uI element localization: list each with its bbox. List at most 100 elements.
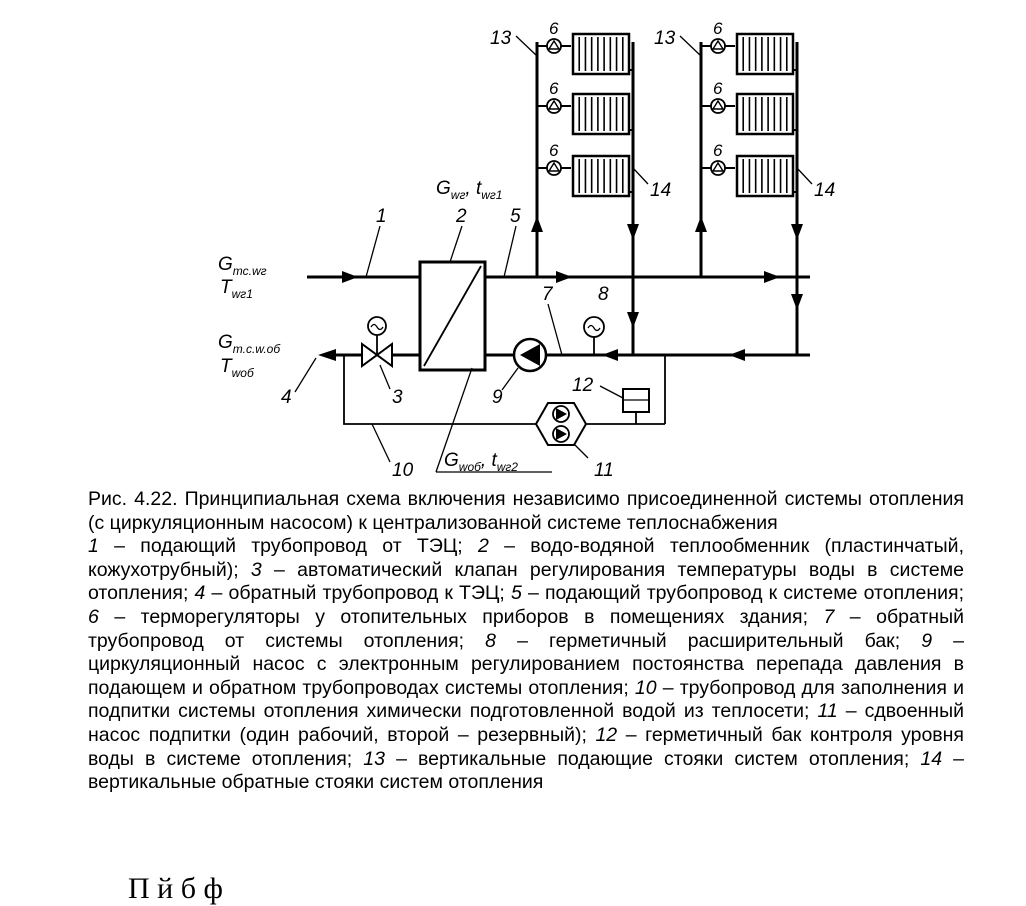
number-3: 3 (392, 387, 403, 408)
thermoregulator-triangle (711, 161, 725, 172)
number-9: 9 (492, 387, 503, 408)
number-5: 5 (510, 206, 521, 227)
secondary-flow-label: Gwг, twг1 (436, 178, 502, 202)
radiator (735, 32, 795, 76)
thermoregulator-triangle (547, 39, 561, 50)
legend-number: 8 (485, 629, 496, 652)
leader-14b (796, 167, 813, 185)
thermoregulator-triangle (547, 99, 561, 110)
cropped-next-line: П й б ф (128, 872, 223, 905)
supply-riser-2-arrow (695, 216, 707, 232)
number-6: 6 (713, 19, 723, 38)
leader-5 (503, 225, 517, 278)
circulation-pump-triangle (520, 344, 540, 366)
radiator (571, 92, 631, 136)
legend-text: – вертикальные подающие стояки систем от… (385, 747, 921, 770)
leader-2 (449, 225, 463, 263)
number-13b: 13 (654, 28, 676, 49)
legend-number: 1 (88, 535, 99, 558)
legend-number: 13 (363, 747, 385, 770)
caption-title: Рис. 4.22. Принципиальная схема включени… (88, 488, 964, 534)
radiator-group: 6 6 6 6 6 6 (537, 19, 797, 198)
leader-13a (515, 35, 538, 57)
legend-text: – герметичный расширительный бак; (496, 629, 922, 652)
leader-9 (501, 367, 519, 391)
legend-text: – терморегуляторы у отопительных приборо… (98, 605, 824, 628)
makeup-pump-lower-triangle (556, 428, 567, 440)
number-6: 6 (549, 141, 559, 160)
leader-13b (679, 35, 702, 57)
legend-number: 5 (510, 582, 522, 605)
leader-11 (573, 443, 589, 459)
thermoregulator-triangle (711, 39, 725, 50)
number-6: 6 (549, 79, 559, 98)
legend-number: 11 (817, 700, 838, 723)
radiator (735, 92, 795, 136)
makeup-pump-upper-triangle (556, 408, 567, 420)
return-arrow-4 (318, 349, 336, 361)
heat-exchanger-diagonal (423, 265, 482, 367)
caption-legend: 1 – подающий трубопровод от ТЭЦ; 2 – вод… (88, 535, 964, 795)
legend-text: – автоматический клапан регулирования те… (88, 558, 964, 605)
return-arrow-mid (602, 349, 618, 361)
return-out-label: Gт.с.w.об (218, 332, 281, 356)
number-10: 10 (392, 460, 414, 481)
leader-10 (371, 423, 391, 463)
return-out-temp-label: Twоб (220, 356, 255, 380)
legend-number: 14 (920, 747, 943, 770)
number-14b: 14 (814, 180, 835, 201)
number-6: 6 (713, 79, 723, 98)
number-7: 7 (542, 284, 554, 305)
return-riser-1-arrow (627, 224, 639, 240)
return-riser-2-arrow-lower (791, 294, 803, 310)
supply-riser-1-arrow (531, 216, 543, 232)
supply-in-temp-label: Twг1 (220, 277, 253, 301)
legend-number: 9 (921, 629, 933, 652)
number-14a: 14 (650, 180, 671, 201)
radiator (735, 154, 795, 198)
return-arrow-7 (729, 349, 745, 361)
valve-actuator-wave (370, 323, 384, 331)
return-riser-1-arrow-lower (627, 312, 639, 328)
number-6: 6 (713, 141, 723, 160)
legend-text: – водо-водяной теплообменник (пластинчат… (88, 535, 964, 581)
makeup-flow-label: Gwоб, twг2 (444, 450, 518, 474)
legend-number: 7 (823, 605, 835, 628)
legend-text: – подающий трубопровод от ТЭЦ; (98, 535, 478, 558)
legend-number: 2 (478, 535, 489, 558)
supply-in-label: Gтс.wг (218, 254, 267, 278)
legend-text: – вертикальные обратные стояки систем от… (88, 747, 965, 794)
number-8: 8 (598, 284, 609, 305)
number-2: 2 (455, 206, 467, 227)
number-1: 1 (376, 206, 387, 227)
return-riser-2-arrow (791, 224, 803, 240)
legend-text: – трубопровод для заполнения и подпитки … (88, 676, 964, 723)
makeup-pump-housing (534, 402, 588, 446)
heating-system-diagram: 6 6 6 6 6 6 Gтс.wг Twг1 Gт.с.w.об Twоб Gwг, t… (218, 19, 835, 481)
supply-arrow-1 (342, 271, 358, 283)
legend-text: – обратный трубопровод к ТЭЦ; (205, 582, 511, 605)
legend-text: – герметичный бак контроля уровня воды в… (88, 723, 964, 770)
leader-3 (379, 364, 391, 390)
legend-number: 6 (88, 605, 99, 628)
expansion-tank-wave (587, 324, 601, 332)
thermoregulator-triangle (547, 161, 561, 172)
legend-text: – обратный трубопровод от системы отопле… (88, 605, 964, 652)
radiator (571, 154, 631, 198)
supply-arrow-5 (556, 271, 572, 283)
radiator (571, 32, 631, 76)
legend-text: – подающий трубопровод к системе отоплен… (521, 582, 964, 605)
legend-text: – сдвоенный насос подпитки (один рабочий… (88, 700, 964, 746)
number-12: 12 (572, 375, 594, 396)
number-13a: 13 (490, 28, 512, 49)
number-6: 6 (549, 19, 559, 38)
makeup-pipe (343, 355, 536, 425)
leader-7 (547, 303, 563, 356)
leader-12 (599, 385, 624, 399)
thermoregulator-triangle (711, 99, 725, 110)
leader-1 (365, 225, 381, 278)
leader-4 (294, 357, 317, 393)
figure-caption: Рис. 4.22. Принципиальная схема включени… (88, 488, 964, 795)
legend-number: 3 (250, 558, 262, 581)
number-4: 4 (281, 387, 292, 408)
